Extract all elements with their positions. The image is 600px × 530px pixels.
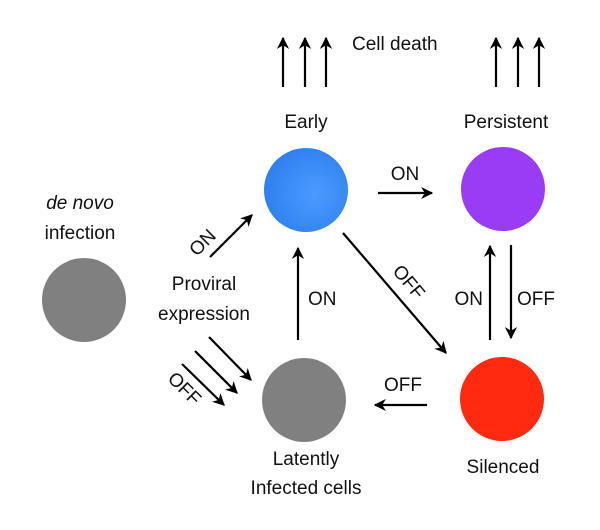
silenced-label: Silenced bbox=[467, 457, 540, 478]
denovo-to-early-arrow bbox=[209, 214, 253, 258]
silenced-node bbox=[460, 357, 544, 441]
latent-node bbox=[262, 358, 346, 442]
early-to-silenced-arrow bbox=[342, 232, 447, 354]
down-right-arrow-icon bbox=[194, 350, 238, 394]
proviral-label: Proviral bbox=[172, 274, 236, 295]
down-right-arrow-icon bbox=[181, 363, 225, 406]
silenced-to-persistent-label: ON bbox=[455, 289, 484, 310]
infection-label: infection bbox=[45, 223, 116, 244]
persistent-node bbox=[461, 147, 545, 231]
silenced-to-latent-label: OFF bbox=[384, 375, 422, 396]
persistent-label: Persistent bbox=[464, 112, 549, 133]
denovo-to-early-label: ON bbox=[186, 226, 221, 261]
cell-death-label: Cell death bbox=[352, 34, 438, 55]
denovo-to-latent-label: OFF bbox=[163, 368, 205, 410]
early-to-silenced-label: OFF bbox=[388, 261, 429, 304]
latently-label: Latently bbox=[273, 449, 340, 470]
persistent-to-silenced-label: OFF bbox=[517, 289, 555, 310]
de-novo-label: de novo bbox=[46, 193, 114, 214]
infected-cells-label: Infected cells bbox=[251, 478, 362, 499]
early-label: Early bbox=[284, 112, 328, 133]
early-node bbox=[264, 148, 348, 232]
down-right-arrow-icon bbox=[208, 336, 252, 381]
latent-to-early-label: ON bbox=[308, 289, 337, 310]
early-to-persistent-label: ON bbox=[391, 164, 420, 185]
cell-death-arrows-early bbox=[276, 36, 333, 87]
expression-label: expression bbox=[158, 304, 250, 325]
denovo-to-latent-arrows bbox=[181, 336, 252, 406]
cell-death-arrows-persistent bbox=[489, 36, 546, 87]
de-novo-node bbox=[42, 258, 126, 342]
